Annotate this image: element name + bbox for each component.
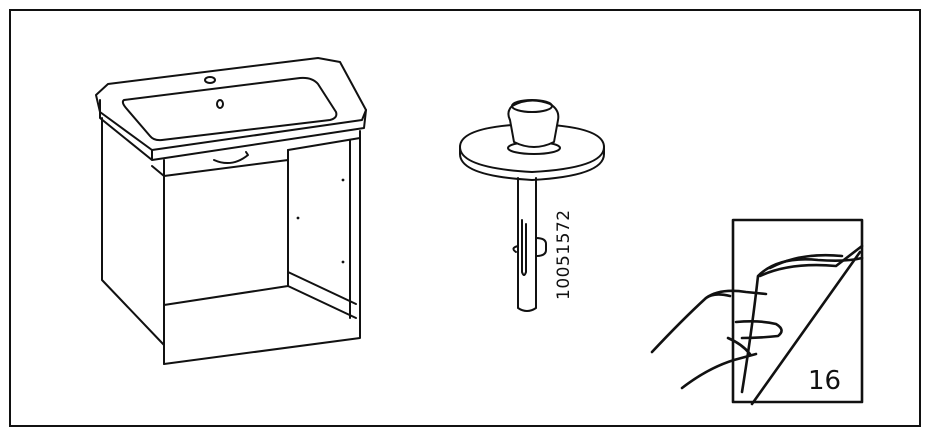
instruction-frame xyxy=(9,9,921,427)
next-page-number: 16 xyxy=(808,366,842,396)
